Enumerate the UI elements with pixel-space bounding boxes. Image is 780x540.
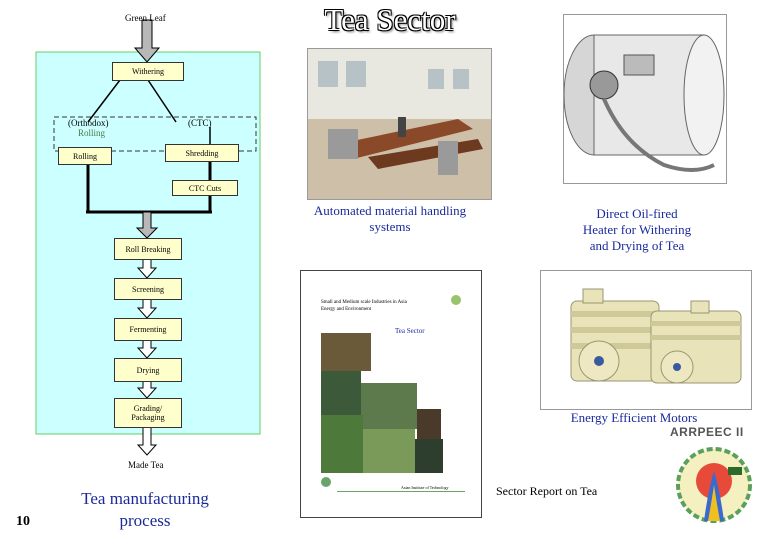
logo-text: ARRPEEC II — [670, 425, 744, 439]
motors-caption: Energy Efficient Motors — [570, 410, 698, 425]
label-orthodox-sub: Rolling — [78, 128, 106, 138]
report-header: Small and Medium scale Industries in Asi… — [321, 299, 407, 313]
report-cover: Small and Medium scale Industries in Asi… — [300, 270, 482, 518]
report-header-line1: Small and Medium scale Industries in Asi… — [321, 300, 407, 305]
material-handling-photo — [307, 48, 492, 200]
slide-title: Tea Sector — [324, 2, 456, 37]
node-roll-breaking: Roll Breaking — [114, 238, 182, 260]
flowchart-canvas — [35, 19, 261, 456]
node-fermenting: Fermenting — [114, 318, 182, 341]
arrpeec-logo: ARRPEEC II — [666, 423, 766, 531]
report-globe-icon — [321, 477, 331, 487]
flowchart-caption: Tea manufacturing process — [55, 488, 235, 532]
motors-photo — [540, 270, 752, 410]
handling-caption: Automated material handling systems — [296, 203, 484, 235]
node-withering: Withering — [112, 62, 184, 81]
report-title: Tea Sector — [395, 327, 425, 335]
heater-caption-line1: Direct Oil-fired — [596, 206, 678, 221]
line-withering-orthodox — [87, 79, 121, 123]
node-drying: Drying — [114, 358, 182, 382]
heater-caption-line2: Heater for Withering — [582, 222, 692, 237]
label-orthodox: (Orthodox) — [68, 118, 109, 128]
label-green-leaf: Green Leaf — [125, 13, 166, 23]
report-caption: Sector Report on Tea — [496, 484, 598, 498]
label-made-tea: Made Tea — [128, 460, 164, 470]
flowchart-caption-line1: Tea manufacturing — [81, 489, 209, 508]
motors-illustration — [570, 288, 742, 384]
grading-line1: Grading/ — [133, 404, 163, 413]
arrow-green-leaf — [133, 19, 161, 63]
handling-caption-line1: Automated material handling — [313, 203, 467, 218]
node-shredding: Shredding — [165, 144, 239, 162]
report-header-line2: Energy and Environment — [321, 307, 372, 312]
slide-number: 10 — [16, 514, 30, 529]
arrow-roll-breaking — [135, 211, 159, 239]
report-footer-rule — [337, 491, 465, 492]
handling-caption-line2: systems — [369, 219, 411, 234]
grading-line2: Packaging — [131, 413, 165, 422]
heater-caption: Direct Oil-fired Heater for Withering an… — [566, 206, 708, 254]
report-collage — [321, 333, 443, 473]
rolling-group-dashed — [53, 116, 257, 152]
node-rolling: Rolling — [58, 147, 112, 165]
heater-photo — [563, 14, 727, 184]
heater-illustration — [564, 34, 725, 172]
heater-caption-line3: and Drying of Tea — [589, 238, 685, 253]
node-grading: Grading/ Packaging — [114, 398, 182, 428]
flowchart-caption-line2: process — [119, 511, 171, 530]
report-footer: Asian Institute of Technology — [401, 485, 449, 490]
label-ctc: (CTC) — [188, 118, 212, 128]
report-emblem-icon — [451, 295, 461, 305]
material-handling-illustration — [308, 49, 491, 199]
logo-emblem-icon — [676, 447, 752, 523]
node-ctc-cuts: CTC Cuts — [172, 180, 238, 196]
line-withering-ctc — [147, 79, 177, 123]
node-screening: Screening — [114, 278, 182, 300]
